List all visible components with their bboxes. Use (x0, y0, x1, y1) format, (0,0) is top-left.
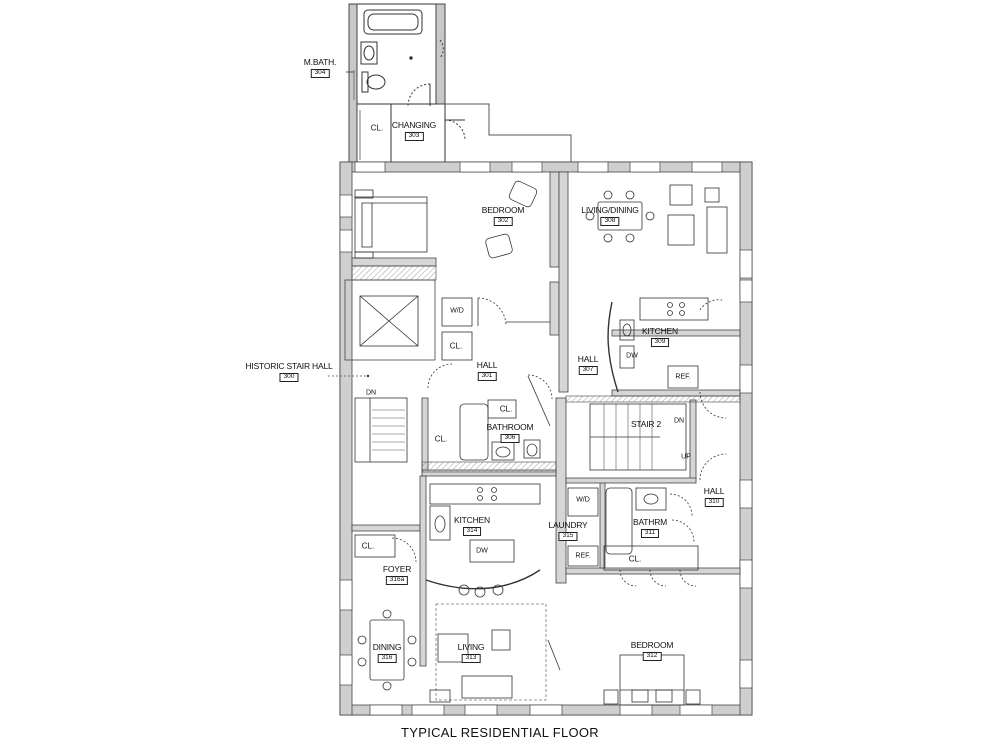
interior-walls (344, 171, 741, 667)
room-number: 308 (600, 216, 620, 226)
historic-stair-leader-dot (366, 374, 370, 378)
closet-tag: CL. (370, 123, 384, 133)
stair-down-tag: DN (365, 389, 377, 397)
closet-tag: CL. (361, 541, 375, 551)
room-number: 312 (642, 651, 662, 661)
refrigerator-tag: REF. (675, 373, 691, 381)
room-name: LAUNDRY (548, 520, 588, 530)
room-number: 301 (477, 371, 497, 381)
room-name: FOYER (382, 564, 412, 574)
room-name: KITCHEN (454, 515, 490, 525)
room-name: BATHRM (632, 517, 668, 527)
room-number: 314 (462, 526, 482, 536)
washer-dryer-tag: W/D (450, 307, 464, 315)
dishwasher-tag: DW (626, 352, 638, 360)
room-name: HALL (476, 360, 498, 370)
stair-up-tag: UP (681, 453, 691, 461)
room-name: BEDROOM (630, 640, 674, 650)
hatched-areas (351, 265, 741, 473)
room-number: 316a (385, 575, 409, 585)
drawing-title: TYPICAL RESIDENTIAL FLOOR (401, 725, 599, 740)
room-name: HALL (703, 486, 725, 496)
room-name: KITCHEN (642, 326, 678, 336)
room-label-stair-2: STAIR 2 (631, 420, 661, 429)
refrigerator-tag: REF. (575, 552, 591, 560)
room-name: M.BATH. (303, 57, 337, 67)
room-number: 311 (640, 528, 660, 538)
room-number: 306 (500, 433, 520, 443)
room-name: HISTORIC STAIR HALL (245, 361, 333, 371)
room-number: 310 (704, 497, 724, 507)
room-label-mbath: M.BATH.304 (304, 58, 336, 78)
closet-tag: CL. (499, 404, 513, 414)
room-name: DINING (372, 642, 402, 652)
room-name: HALL (577, 354, 599, 364)
room-number: 315 (558, 531, 578, 541)
upper-addition (346, 3, 572, 163)
room-number: 303 (404, 131, 424, 141)
room-number: 300 (279, 372, 299, 382)
room-name: LIVING (457, 642, 485, 652)
room-number: 307 (578, 365, 598, 375)
room-number: 313 (461, 653, 481, 663)
room-name: BEDROOM (481, 205, 525, 215)
room-number: 302 (493, 216, 513, 226)
stair-down-tag: DN (673, 417, 685, 425)
room-name: BATHROOM (486, 422, 534, 432)
closet-tag: CL. (449, 341, 463, 351)
room-number: 304 (310, 68, 330, 78)
exterior-walls (339, 161, 753, 716)
washer-dryer-tag: W/D (576, 496, 590, 504)
dishwasher-tag: DW (476, 547, 488, 555)
closet-tag: CL. (434, 434, 448, 444)
room-name: STAIR 2 (630, 419, 662, 429)
room-name: CHANGING (391, 120, 437, 130)
room-number: 309 (650, 337, 670, 347)
room-name: LIVING/DINING (581, 205, 639, 215)
closet-tag: CL. (628, 554, 642, 564)
room-number: 316 (377, 653, 397, 663)
